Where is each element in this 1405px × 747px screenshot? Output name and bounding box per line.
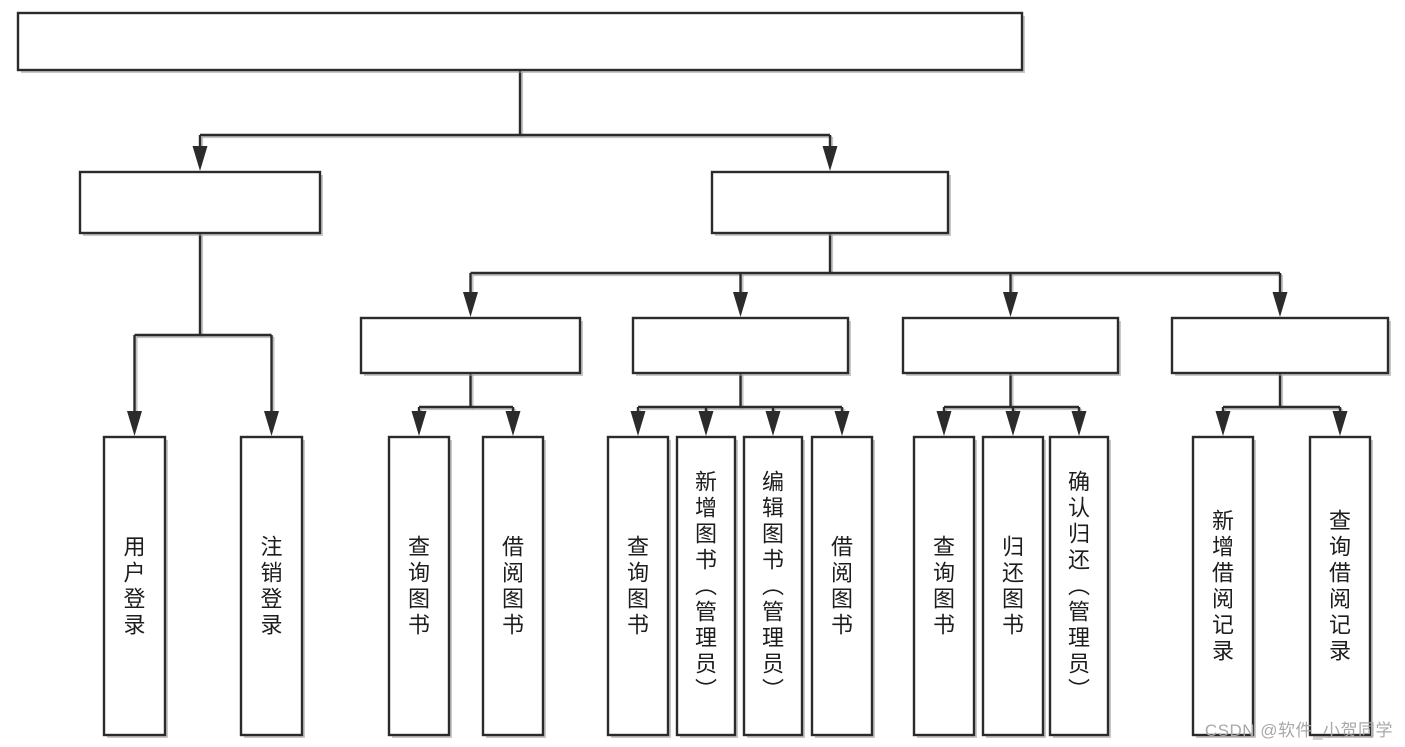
node-user-login[interactable]: [78, 170, 323, 236]
node-leaf-return-book[interactable]: 归还图书: [981, 435, 1046, 738]
node-leaf-add-book[interactable]: 新增图书︵管理员︶: [675, 435, 738, 738]
arrow-head-icon: [1071, 411, 1087, 436]
node-label: 新增图书︵管理员︶: [695, 469, 717, 702]
node-leaf-query-record[interactable]: 查询借阅记录: [1308, 435, 1373, 738]
node-leaf-query-book-3[interactable]: 查询图书: [912, 435, 977, 738]
node-box[interactable]: [981, 435, 1045, 737]
node-label: 查询图书: [408, 534, 430, 637]
arrow-head-icon: [630, 411, 646, 436]
edge-group-root: [192, 70, 838, 171]
node-new-book-rec[interactable]: [359, 316, 583, 376]
node-box[interactable]: [359, 316, 582, 375]
node-box[interactable]: [481, 435, 545, 737]
arrow-head-icon: [936, 411, 952, 436]
node-box[interactable]: [606, 435, 670, 737]
arrow-head-icon: [1215, 411, 1231, 436]
edge-group-book-manage: [463, 233, 1288, 317]
node-borrow-record[interactable]: [1170, 316, 1391, 376]
node-box[interactable]: [102, 435, 167, 737]
arrow-head-icon: [192, 146, 208, 171]
node-label: 查询借阅记录: [1329, 508, 1351, 663]
nodes-layer: 用户登录 注销登录 查询图书 借阅图书 查询图书 新增图书︵管理员︶ 编辑图书︵管理员︶ 借阅…: [16, 11, 1391, 738]
arrow-head-icon: [733, 292, 748, 317]
node-label: 查询图书: [933, 534, 955, 637]
arrow-head-icon: [765, 411, 781, 436]
node-label: 归还图书: [1002, 534, 1024, 637]
node-box[interactable]: [239, 435, 304, 737]
arrow-head-icon: [834, 411, 850, 436]
node-box[interactable]: [742, 435, 804, 737]
node-label: 注销登录: [260, 534, 282, 637]
node-box[interactable]: [1170, 316, 1390, 375]
arrow-head-icon: [1272, 292, 1288, 317]
node-label: 借阅图书: [831, 534, 853, 637]
node-leaf-query-book-1[interactable]: 查询图书: [387, 435, 452, 738]
node-leaf-confirm-return[interactable]: 确认归还︵管理员︶: [1048, 435, 1111, 738]
arrow-head-icon: [822, 146, 838, 171]
node-current-borrow[interactable]: [901, 316, 1121, 376]
node-root[interactable]: [16, 11, 1025, 73]
node-box[interactable]: [675, 435, 737, 737]
arrow-head-icon: [411, 411, 427, 436]
node-box[interactable]: [1308, 435, 1372, 737]
edge-group-user-login: [127, 233, 279, 436]
arrow-head-icon: [505, 411, 521, 436]
arrow-head-icon: [1003, 292, 1018, 317]
node-leaf-user-logout[interactable]: 注销登录: [239, 435, 305, 738]
edges-layer: [127, 70, 1348, 436]
node-box[interactable]: [1191, 435, 1255, 737]
arrow-head-icon: [127, 411, 142, 436]
edge-group-borrow-record: [1215, 373, 1348, 436]
node-box[interactable]: [631, 316, 850, 375]
node-book-manage[interactable]: [710, 170, 951, 236]
node-box[interactable]: [710, 170, 950, 235]
node-label: 新增借阅记录: [1212, 508, 1234, 663]
node-book-borrow[interactable]: [631, 316, 851, 376]
node-label: 确认归还︵管理员︶: [1068, 469, 1090, 702]
node-label: 借阅图书: [502, 534, 524, 637]
node-label: 用户登录: [123, 534, 145, 637]
node-leaf-borrow-book-1[interactable]: 借阅图书: [481, 435, 546, 738]
node-box[interactable]: [901, 316, 1120, 375]
node-leaf-query-book-2[interactable]: 查询图书: [606, 435, 671, 738]
node-box[interactable]: [387, 435, 451, 737]
edge-group-book-borrow: [630, 373, 850, 436]
node-label: 查询图书: [627, 534, 649, 637]
node-label: 编辑图书︵管理员︶: [762, 469, 784, 702]
node-leaf-edit-book[interactable]: 编辑图书︵管理员︶: [742, 435, 805, 738]
node-leaf-user-login[interactable]: 用户登录: [102, 435, 168, 738]
arrow-head-icon: [463, 292, 478, 317]
edge-group-new-book-rec: [411, 373, 521, 436]
node-leaf-add-record[interactable]: 新增借阅记录: [1191, 435, 1256, 738]
node-leaf-borrow-book-2[interactable]: 借阅图书: [810, 435, 875, 738]
arrow-head-icon: [1332, 411, 1348, 436]
edge-group-current-borrow: [936, 373, 1087, 436]
node-box[interactable]: [78, 170, 322, 235]
arrow-head-icon: [264, 411, 279, 436]
node-box[interactable]: [1048, 435, 1110, 737]
node-box[interactable]: [810, 435, 874, 737]
node-box[interactable]: [912, 435, 976, 737]
node-box[interactable]: [16, 11, 1024, 72]
arrow-head-icon: [698, 411, 714, 436]
arrow-head-icon: [1005, 411, 1021, 436]
